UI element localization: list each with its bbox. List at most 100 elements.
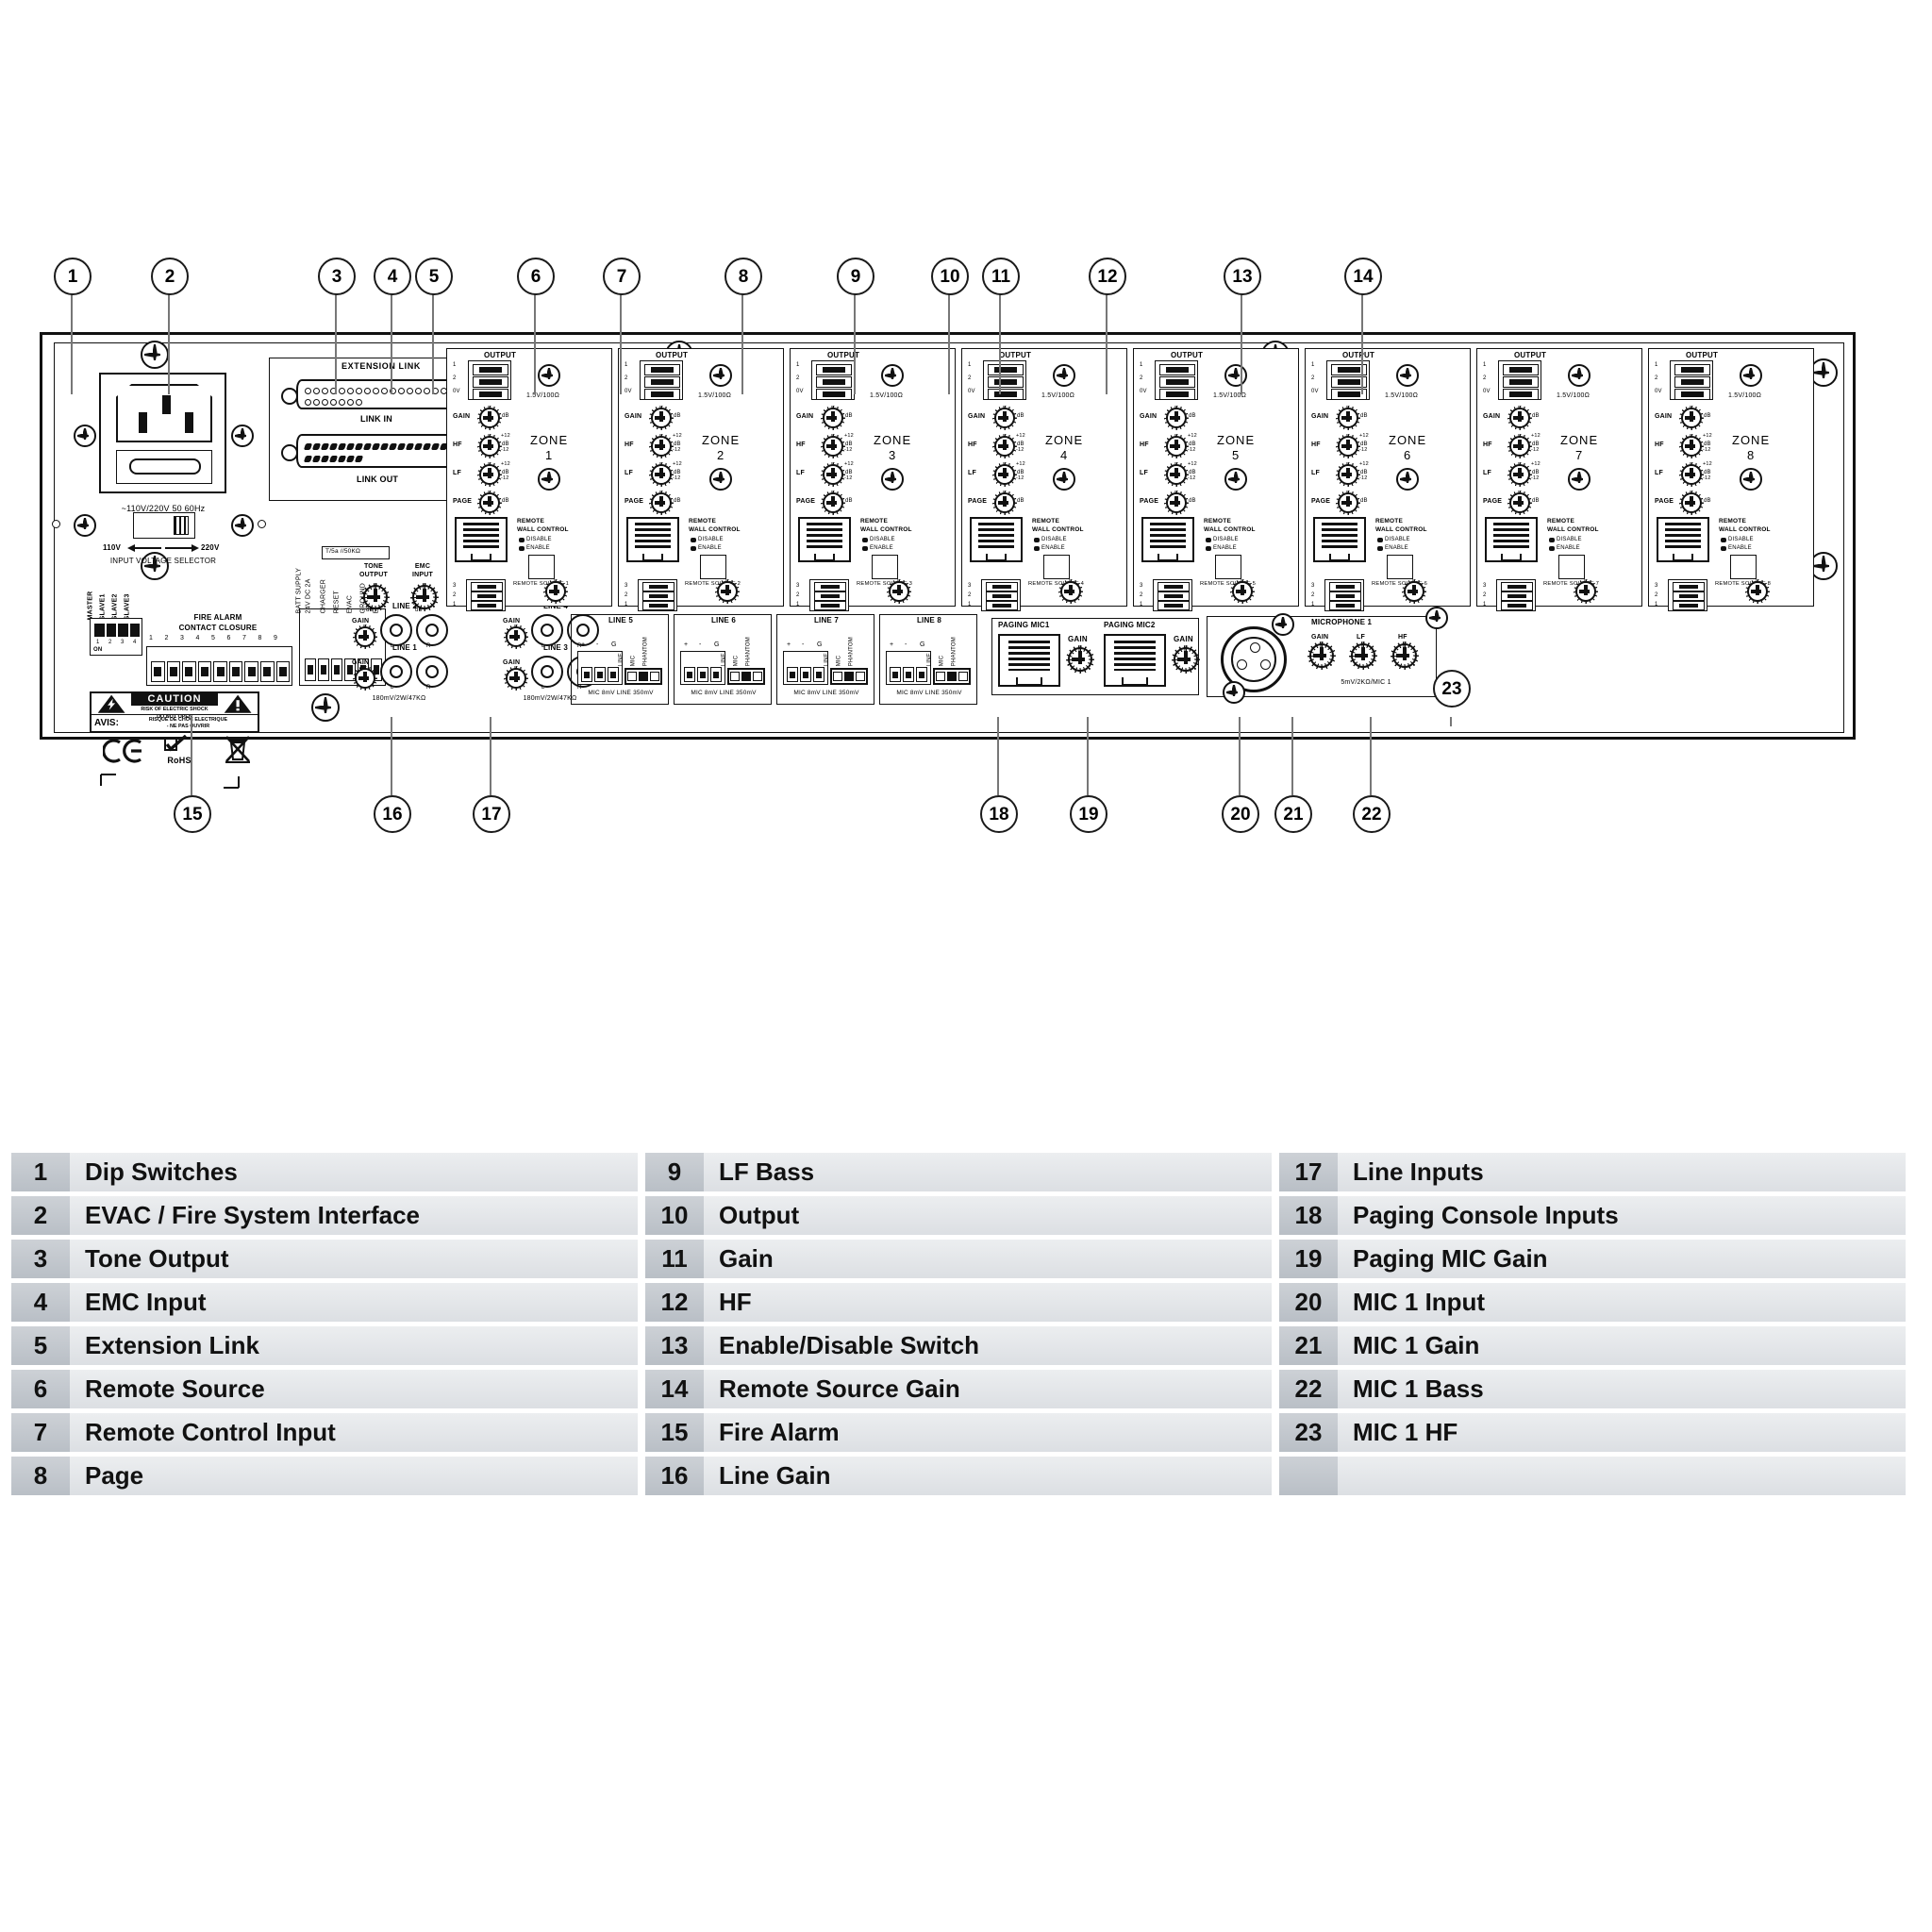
zone-pot-gain[interactable] — [992, 406, 1017, 430]
mic1-hf-trimmer[interactable] — [1391, 641, 1419, 670]
zone-remote-control-jack[interactable] — [1313, 517, 1366, 562]
zone-pot-hf[interactable] — [477, 434, 502, 458]
euroblock-terminal[interactable] — [608, 667, 619, 682]
zone-pot-gain[interactable] — [1164, 406, 1189, 430]
fire-alarm-terminal[interactable] — [228, 661, 243, 682]
zone-remote-control-jack[interactable] — [626, 517, 679, 562]
zone-pot-page[interactable] — [1507, 491, 1532, 515]
euroblock-terminal[interactable] — [684, 667, 695, 682]
euroblock-terminal[interactable] — [903, 667, 914, 682]
mic-line-terminal-block[interactable] — [886, 651, 931, 685]
zone-pot-lf[interactable] — [821, 462, 845, 487]
dip-switch-1[interactable] — [94, 624, 105, 637]
zone-output-terminal-block[interactable] — [811, 360, 855, 400]
zone-remote-source-gain-trimmer[interactable] — [1230, 579, 1255, 604]
zone-remote-control-jack[interactable] — [1485, 517, 1538, 562]
zone-pot-gain[interactable] — [821, 406, 845, 430]
mic-line-dip-switches[interactable] — [625, 668, 662, 685]
zone-pot-lf[interactable] — [992, 462, 1017, 487]
dip-phantom[interactable] — [856, 672, 865, 681]
dip-line[interactable] — [936, 672, 945, 681]
zone-pot-page[interactable] — [821, 491, 845, 515]
zone-enable-disable-switch[interactable] — [528, 555, 555, 579]
euroblock-terminal[interactable] — [581, 667, 592, 682]
zone-pot-page[interactable] — [1164, 491, 1189, 515]
dip-phantom[interactable] — [753, 672, 762, 681]
dip-switch-3[interactable] — [118, 624, 128, 637]
mic-line-dip-switches[interactable] — [933, 668, 971, 685]
fire-alarm-terminal[interactable] — [259, 661, 275, 682]
zone-remote-source-terminal-block[interactable] — [466, 579, 506, 611]
rca-jack-left[interactable] — [531, 656, 563, 688]
mic1-xlr-input[interactable] — [1221, 626, 1287, 692]
paging-mic1-gain-trimmer[interactable] — [1066, 645, 1094, 674]
fire-alarm-terminal[interactable] — [244, 661, 258, 682]
fire-alarm-terminal[interactable] — [151, 661, 165, 682]
zone-remote-source-gain-trimmer[interactable] — [887, 579, 911, 604]
zone-enable-disable-switch[interactable] — [700, 555, 726, 579]
rca-jack-right[interactable] — [567, 614, 599, 646]
zone-remote-control-jack[interactable] — [798, 517, 851, 562]
fire-alarm-terminal[interactable] — [213, 661, 227, 682]
fire-alarm-terminal[interactable] — [166, 661, 181, 682]
zone-pot-hf[interactable] — [1336, 434, 1360, 458]
mic1-lf-trimmer[interactable] — [1349, 641, 1377, 670]
rca-gain-trimmer[interactable] — [504, 666, 528, 691]
paging-mic2-gain-trimmer[interactable] — [1172, 645, 1200, 674]
rca-gain-trimmer[interactable] — [353, 666, 377, 691]
rca-jack-left[interactable] — [380, 614, 412, 646]
mic1-gain-trimmer[interactable] — [1307, 641, 1336, 670]
rca-gain-trimmer[interactable] — [504, 625, 528, 649]
zone-pot-lf[interactable] — [649, 462, 674, 487]
dip-mic[interactable] — [844, 672, 854, 681]
zone-remote-source-gain-trimmer[interactable] — [1574, 579, 1598, 604]
zone-enable-disable-switch[interactable] — [1215, 555, 1241, 579]
zone-pot-hf[interactable] — [1507, 434, 1532, 458]
zone-remote-source-terminal-block[interactable] — [981, 579, 1021, 611]
mic-line-terminal-block[interactable] — [783, 651, 828, 685]
zone-output-terminal-block[interactable] — [1670, 360, 1713, 400]
mic-line-dip-switches[interactable] — [830, 668, 868, 685]
dip-mic[interactable] — [947, 672, 957, 681]
zone-pot-hf[interactable] — [649, 434, 674, 458]
zone-pot-page[interactable] — [992, 491, 1017, 515]
dip-switch-row[interactable] — [93, 622, 141, 639]
zone-pot-lf[interactable] — [1679, 462, 1704, 487]
zone-remote-control-jack[interactable] — [1141, 517, 1194, 562]
rca-jack-right[interactable] — [416, 656, 448, 688]
zone-remote-control-jack[interactable] — [970, 517, 1023, 562]
zone-pot-page[interactable] — [477, 491, 502, 515]
rca-jack-right[interactable] — [416, 614, 448, 646]
zone-pot-hf[interactable] — [821, 434, 845, 458]
zone-remote-source-gain-trimmer[interactable] — [1745, 579, 1770, 604]
rca-jack-left[interactable] — [531, 614, 563, 646]
zone-output-terminal-block[interactable] — [1498, 360, 1541, 400]
zone-enable-disable-switch[interactable] — [1043, 555, 1070, 579]
dip-switch-4[interactable] — [129, 624, 140, 637]
zone-output-terminal-block[interactable] — [983, 360, 1026, 400]
zone-enable-disable-switch[interactable] — [1558, 555, 1585, 579]
zone-pot-hf[interactable] — [1679, 434, 1704, 458]
mic-line-terminal-block[interactable] — [680, 651, 725, 685]
zone-pot-lf[interactable] — [1164, 462, 1189, 487]
euroblock-terminal[interactable] — [710, 667, 722, 682]
zone-pot-gain[interactable] — [1336, 406, 1360, 430]
zone-pot-gain[interactable] — [1679, 406, 1704, 430]
voltage-selector-switch[interactable] — [133, 512, 195, 539]
paging-mic2-jack[interactable] — [1104, 634, 1166, 687]
dip-line[interactable] — [627, 672, 637, 681]
zone-remote-source-gain-trimmer[interactable] — [543, 579, 568, 604]
euroblock-terminal[interactable] — [800, 667, 811, 682]
zone-remote-source-terminal-block[interactable] — [1153, 579, 1192, 611]
dip-switch-2[interactable] — [106, 624, 116, 637]
dip-mic[interactable] — [639, 672, 648, 681]
zone-remote-source-terminal-block[interactable] — [1496, 579, 1536, 611]
dip-switch-bank[interactable]: 1 2 3 4 ON — [90, 618, 142, 656]
zone-remote-source-gain-trimmer[interactable] — [1402, 579, 1426, 604]
zone-remote-source-gain-trimmer[interactable] — [715, 579, 740, 604]
zone-remote-source-terminal-block[interactable] — [809, 579, 849, 611]
zone-remote-source-terminal-block[interactable] — [1668, 579, 1707, 611]
zone-pot-lf[interactable] — [1336, 462, 1360, 487]
dip-phantom[interactable] — [958, 672, 968, 681]
euroblock-terminal[interactable] — [890, 667, 901, 682]
